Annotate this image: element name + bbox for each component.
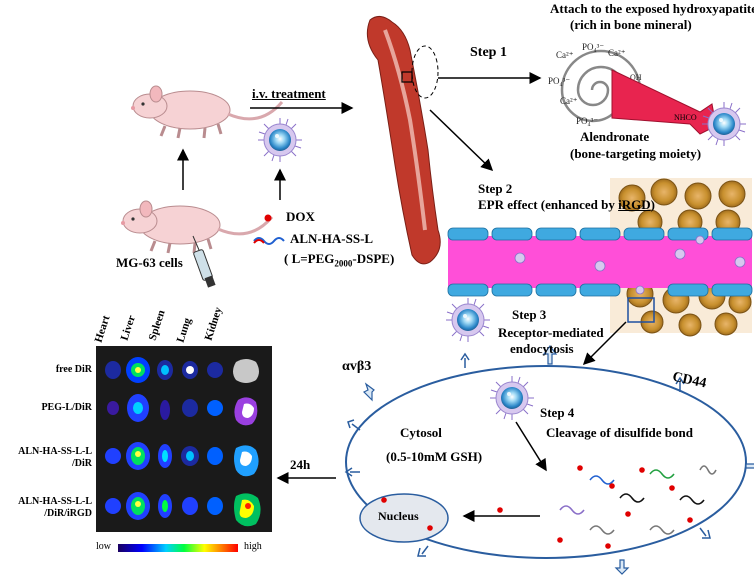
cleaved-fragments: [559, 465, 717, 535]
svg-text:PO₄³⁻: PO₄³⁻: [576, 116, 598, 126]
step1-title-line1: Attach to the exposed hydroxyapatite: [550, 1, 754, 16]
step1-title-line2: (rich in bone mineral): [570, 17, 692, 32]
step2-title: EPR effect (enhanced by iRGD): [478, 197, 655, 212]
step2-label: Step 2: [478, 181, 513, 196]
conjugate-legend-icon: [253, 237, 285, 245]
svg-text:Ca²⁺: Ca²⁺: [556, 50, 574, 60]
nucleus-label: Nucleus: [378, 509, 419, 523]
arrow-step4: [515, 421, 547, 472]
mg63-cells-label: MG-63 cells: [116, 255, 183, 270]
dox-molecules: [381, 465, 693, 549]
group-row-label: ALN-HA-SS-L-L/DiR/iRGD: [18, 496, 92, 519]
bound-nanoparticle-icon: [701, 101, 747, 147]
step4-label: Step 4: [540, 405, 575, 420]
alendronate-label: Alendronate: [580, 129, 650, 144]
integrin-receptors: [362, 345, 754, 575]
step3-line1: Receptor-mediated: [498, 325, 604, 340]
step1-label: Step 1: [470, 45, 507, 60]
svg-text:Ca²⁺: Ca²⁺: [608, 48, 626, 58]
scale-low-label: low: [96, 541, 111, 552]
step4-text: Cleavage of disulfide bond: [546, 425, 693, 440]
time-label: 24h: [290, 457, 311, 472]
step3-nanoparticle-icon: [445, 297, 491, 343]
alendronate-desc: (bone-targeting moiety): [570, 146, 702, 161]
dox-legend-label: DOX: [286, 209, 315, 224]
imaging-organs: [105, 357, 261, 527]
group-row-label: ALN-HA-SS-L-L/DiR: [18, 446, 92, 469]
dox-legend-dot: [264, 214, 272, 222]
conjugate-legend-label: ALN-HA-SS-L: [290, 231, 374, 246]
blood-vessel: [447, 227, 753, 323]
iv-treatment-label: i.v. treatment: [252, 86, 326, 101]
nucleus: [359, 493, 449, 543]
step3-label: Step 3: [512, 307, 547, 322]
color-scale-bar: [118, 544, 238, 552]
group-row-label: PEG-L/DiR: [41, 402, 92, 413]
nanoparticle-icon: [257, 117, 303, 163]
syringe-icon: [192, 235, 216, 288]
bisphosphonate-group: NHCO: [674, 113, 697, 122]
internalized-nanoparticle-icon: [489, 375, 535, 421]
svg-text:Ca²⁺: Ca²⁺: [560, 96, 578, 106]
cytosol-label: Cytosol: [400, 425, 442, 440]
gsh-label: (0.5-10mM GSH): [386, 449, 483, 464]
bone-image: [366, 16, 441, 265]
scale-high-label: high: [244, 541, 262, 552]
arrow-step2: [429, 109, 494, 172]
svg-text:PO₄³⁻: PO₄³⁻: [582, 42, 604, 52]
alendronate-ligand: [611, 69, 717, 135]
svg-text:OH: OH: [630, 73, 642, 82]
arrow-step3: [582, 321, 627, 366]
svg-text:PO₄³⁻: PO₄³⁻: [548, 76, 570, 86]
cd44-receptors: [344, 352, 711, 557]
integrin-label: αvβ3: [342, 359, 372, 374]
group-row-label: free DiR: [55, 364, 92, 375]
lipid-legend-label: ( L=PEG2000-DSPE): [284, 251, 395, 269]
step3-line2: endocytosis: [510, 341, 574, 356]
